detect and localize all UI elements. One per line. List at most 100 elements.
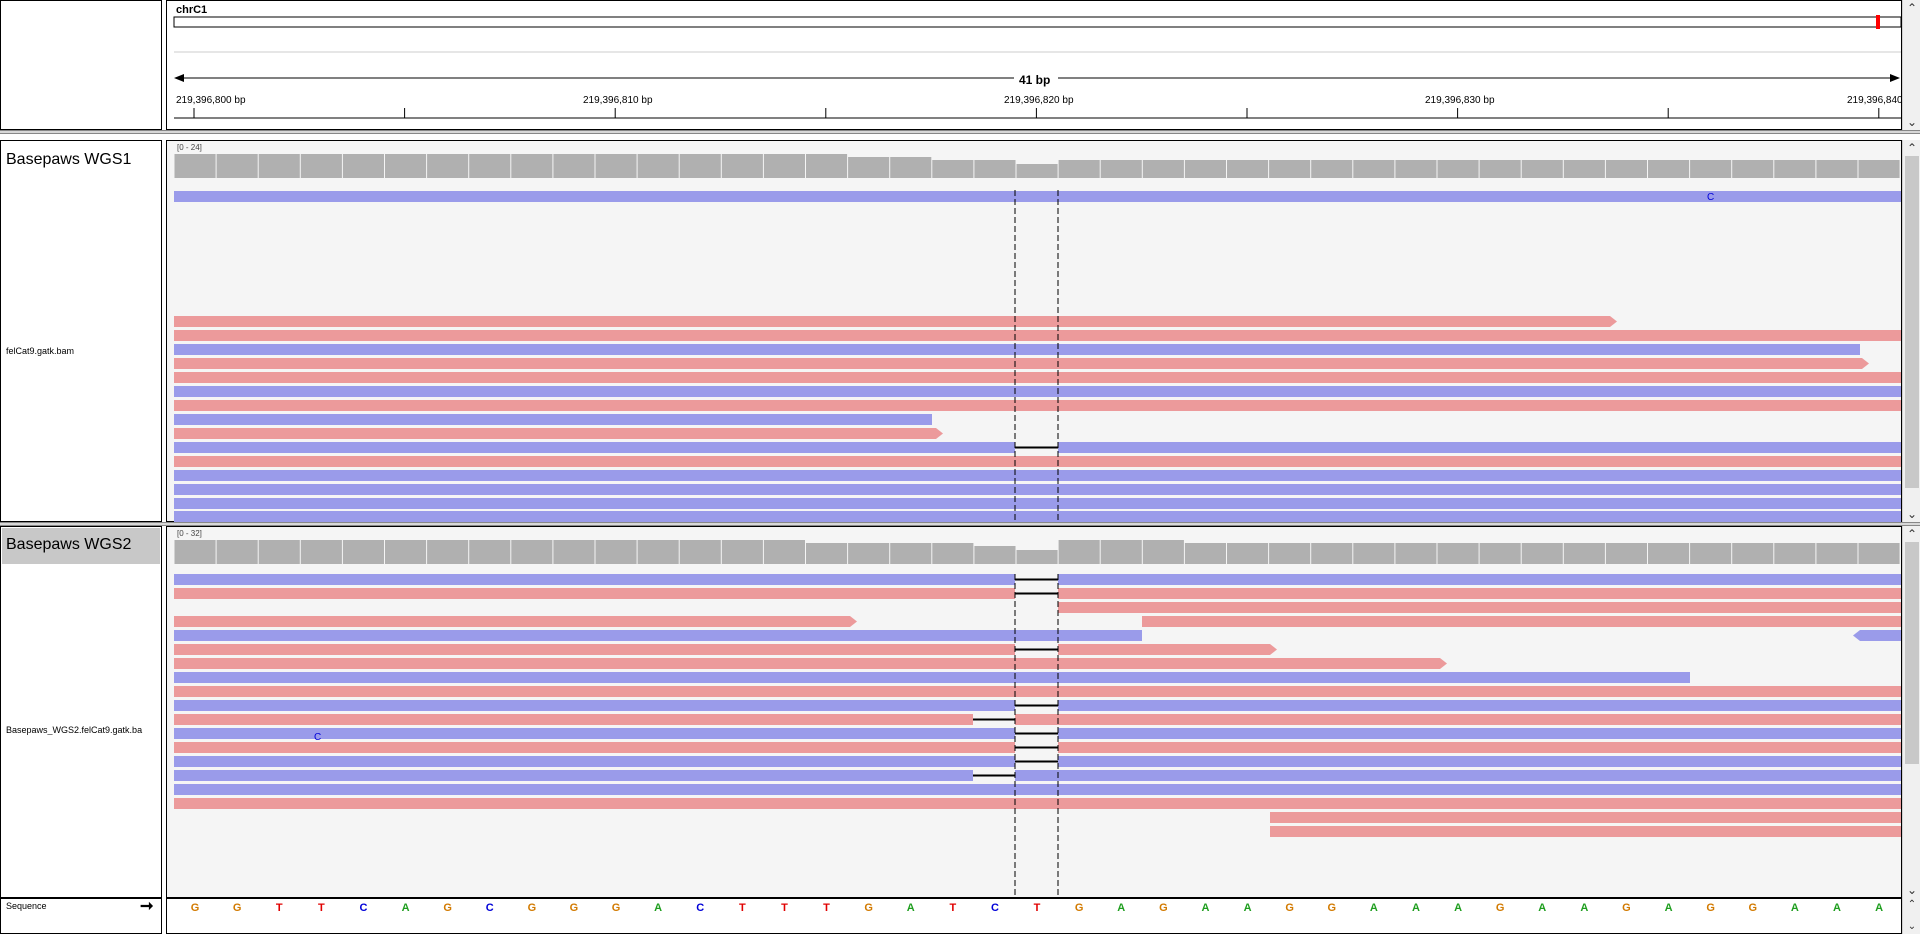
sequence-scrollbar[interactable]: ⌃ ⌄ [1902,898,1920,934]
track2-read [174,770,973,781]
sequence-base: G [191,902,200,914]
track1-read [174,316,1610,327]
track2-read [174,784,1901,795]
track1-title[interactable]: Basepaws WGS1 [6,151,132,168]
track1-coverage-bar [511,154,553,178]
track2-read [174,672,1690,683]
sequence-base: G [1327,902,1336,914]
track1-coverage-bar [679,154,721,178]
sequence-base: A [1244,902,1252,914]
track2-coverage-bar [679,540,721,564]
scroll-down-icon[interactable]: ⌄ [1906,115,1918,129]
track1-coverage-bar [1858,160,1900,178]
scroll-up-icon[interactable]: ⌃ [1906,1,1918,15]
track1-coverage-bar [637,154,679,178]
track1-coverage-bar [763,154,805,178]
sequence-base: A [1538,902,1546,914]
scroll-up-icon[interactable]: ⌃ [1907,899,1917,910]
scrollbar-thumb[interactable] [1905,156,1919,488]
track1-coverage-bar [721,154,763,178]
track2-coverage-bar [1858,543,1900,564]
track1-coverage-bar [1395,160,1437,178]
track2-read [1058,588,1901,599]
track1-coverage-bar [1142,160,1184,178]
scroll-down-icon[interactable]: ⌄ [1907,921,1917,932]
track2-coverage-bar [1563,543,1605,564]
sequence-base: T [823,902,830,914]
track1-coverage-bar [1269,160,1311,178]
sequence-base: G [1159,902,1168,914]
sequence-base: T [1034,902,1041,914]
ruler-tick-label: 219,396,820 bp [1004,95,1074,106]
track2-read [174,574,1015,585]
track2-coverage-bar [553,540,595,564]
sequence-base: G [1075,902,1084,914]
track2-coverage-bar [1690,543,1732,564]
track2-scrollbar[interactable]: ⌃ ⌄ [1902,526,1920,898]
sequence-base: C [359,902,367,914]
sequence-base: A [402,902,410,914]
track2-read [174,644,1015,655]
scroll-up-icon[interactable]: ⌃ [1906,527,1918,541]
read-arrowhead [850,616,857,627]
strand-arrow-icon[interactable]: ➞ [140,898,154,915]
mismatch-base: C [1707,192,1714,203]
track1-coverage-bar [553,154,595,178]
read-arrowhead [1270,644,1277,655]
track2-coverage-bar [1521,543,1563,564]
track2-read [174,686,1901,697]
track2-coverage-bar [1016,550,1058,564]
span-arrow-right [1890,74,1900,82]
track2-name-panel: Basepaws WGS2 Basepaws_WGS2.felCat9.gatk… [0,526,162,898]
read-arrowhead [1610,316,1617,327]
sequence-label: Sequence [6,901,47,911]
track1-coverage-bar [1774,160,1816,178]
track2-coverage-bar [258,540,300,564]
track2-coverage-bar [932,543,974,564]
track2-coverage-bar [342,540,384,564]
scroll-down-icon[interactable]: ⌄ [1906,507,1918,521]
sequence-base: A [654,902,662,914]
track1-coverage-bar [974,160,1016,178]
track2-coverage-bar [890,543,932,564]
track1-coverage-bar [342,154,384,178]
track2-read [174,630,1142,641]
track2-coverage-bar [1311,543,1353,564]
track1-read [174,330,1901,341]
track1-coverage-bar [427,154,469,178]
track1-read [174,414,932,425]
track2-read [1058,574,1901,585]
track1-read [174,358,1862,369]
track1-read [174,442,1015,453]
track2-coverage-bar [721,540,763,564]
panel-divider[interactable] [0,522,1920,526]
sequence-base: A [1875,902,1883,914]
track2-read [174,700,1015,711]
track2-read [174,728,1015,739]
track1-read [174,428,936,439]
track1-bam-label[interactable]: felCat9.gatk.bam [6,346,75,356]
track1-coverage-bar [1816,160,1858,178]
track1-coverage-bar [1100,160,1142,178]
sequence-base: G [1496,902,1505,914]
sequence-base: C [991,902,999,914]
track1-coverage-bar [1016,164,1058,178]
scroll-up-icon[interactable]: ⌃ [1906,141,1918,155]
track1-read [174,372,1901,383]
chromosome-ideogram[interactable] [173,16,1902,28]
sequence-base: G [528,902,537,914]
panel-divider[interactable] [0,130,1920,134]
track2-read [1058,644,1270,655]
header-scrollbar[interactable]: ⌃ ⌄ [1902,0,1920,130]
track1-scrollbar[interactable]: ⌃ ⌄ [1902,140,1920,522]
track2-read [174,756,1015,767]
sequence-base: A [1117,902,1125,914]
sequence-base: T [739,902,746,914]
track2-coverage-bar [1269,543,1311,564]
track2-read [1015,714,1901,725]
track2-bam-label[interactable]: Basepaws_WGS2.felCat9.gatk.ba [6,725,143,735]
track2-title[interactable]: Basepaws WGS2 [6,536,132,553]
track2-coverage-bar [216,540,258,564]
scroll-down-icon[interactable]: ⌄ [1906,883,1918,897]
scrollbar-thumb[interactable] [1905,542,1919,764]
